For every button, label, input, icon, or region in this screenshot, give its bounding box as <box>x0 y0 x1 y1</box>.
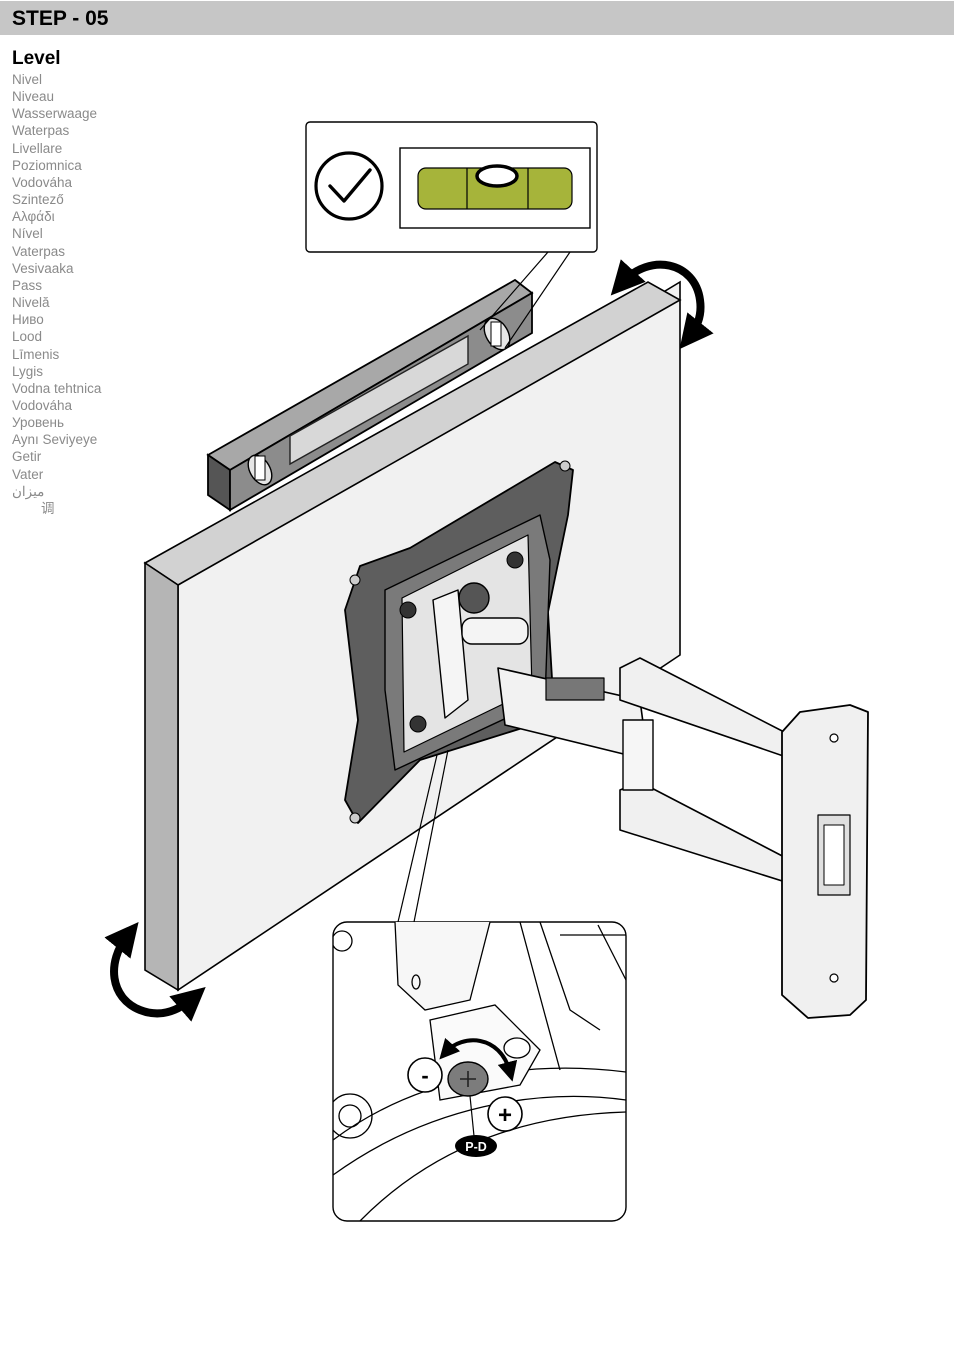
translation-item: Ниво <box>12 312 44 328</box>
translation-item: 调 <box>41 500 55 516</box>
translation-item: Waterpas <box>12 123 70 139</box>
level-callout <box>305 121 598 253</box>
translation-item: Уровень <box>12 415 65 431</box>
translation-item: Nível <box>12 226 43 242</box>
translation-item: Poziomnica <box>12 157 82 173</box>
step-header-bar: STEP - 05 <box>0 1 954 35</box>
translation-item: Wasserwaage <box>12 106 98 122</box>
translation-item: Szintező <box>12 192 64 208</box>
translation-item: Livellare <box>12 140 63 156</box>
translation-item: Līmenis <box>12 346 60 362</box>
translation-item: Getir <box>12 449 42 465</box>
translation-item: Vaterpas <box>12 243 66 259</box>
level-bubble <box>475 164 519 188</box>
translation-item: Vesivaaka <box>12 260 74 276</box>
translation-item: Pass <box>12 277 43 293</box>
section-heading: Level <box>12 48 61 69</box>
translation-item: Nivel <box>12 72 43 87</box>
translation-item: Niveau <box>12 89 55 105</box>
part-label: P-D <box>465 1140 487 1154</box>
translation-list: Nivel Niveau Wasserwaage Waterpas Livell… <box>12 71 101 517</box>
minus-badge <box>407 1057 443 1093</box>
rotate-arrow-bottom-icon <box>104 921 206 1022</box>
part-label-badge <box>455 1135 497 1157</box>
translation-item: Lood <box>12 329 43 345</box>
plus-label: + <box>498 1102 512 1129</box>
minus-label: - <box>421 1063 428 1088</box>
step-title: STEP - 05 <box>12 7 109 30</box>
translation-item: Lygis <box>12 363 44 379</box>
translation-item: Vodna tehtnica <box>12 380 102 396</box>
translation-item: Aynı Seviyeye <box>12 432 98 448</box>
wall-mount-bracket <box>344 460 869 1019</box>
plus-badge <box>487 1096 523 1132</box>
rotate-adjust-arrow-icon <box>439 1037 518 1082</box>
check-icon <box>314 151 384 221</box>
translation-item: Nivelă <box>12 295 50 311</box>
rotate-arrow-top-icon <box>610 259 714 350</box>
adjuster-detail-inset: - + P-D <box>332 921 627 1222</box>
spirit-level-tool <box>206 278 534 512</box>
translation-item: Αλφάδι <box>12 209 55 225</box>
translation-item: ميزان <box>12 483 45 499</box>
translation-item: Vater <box>12 466 44 482</box>
translation-item: Vodováha <box>12 397 73 413</box>
translation-item: Vodováha <box>12 174 73 190</box>
